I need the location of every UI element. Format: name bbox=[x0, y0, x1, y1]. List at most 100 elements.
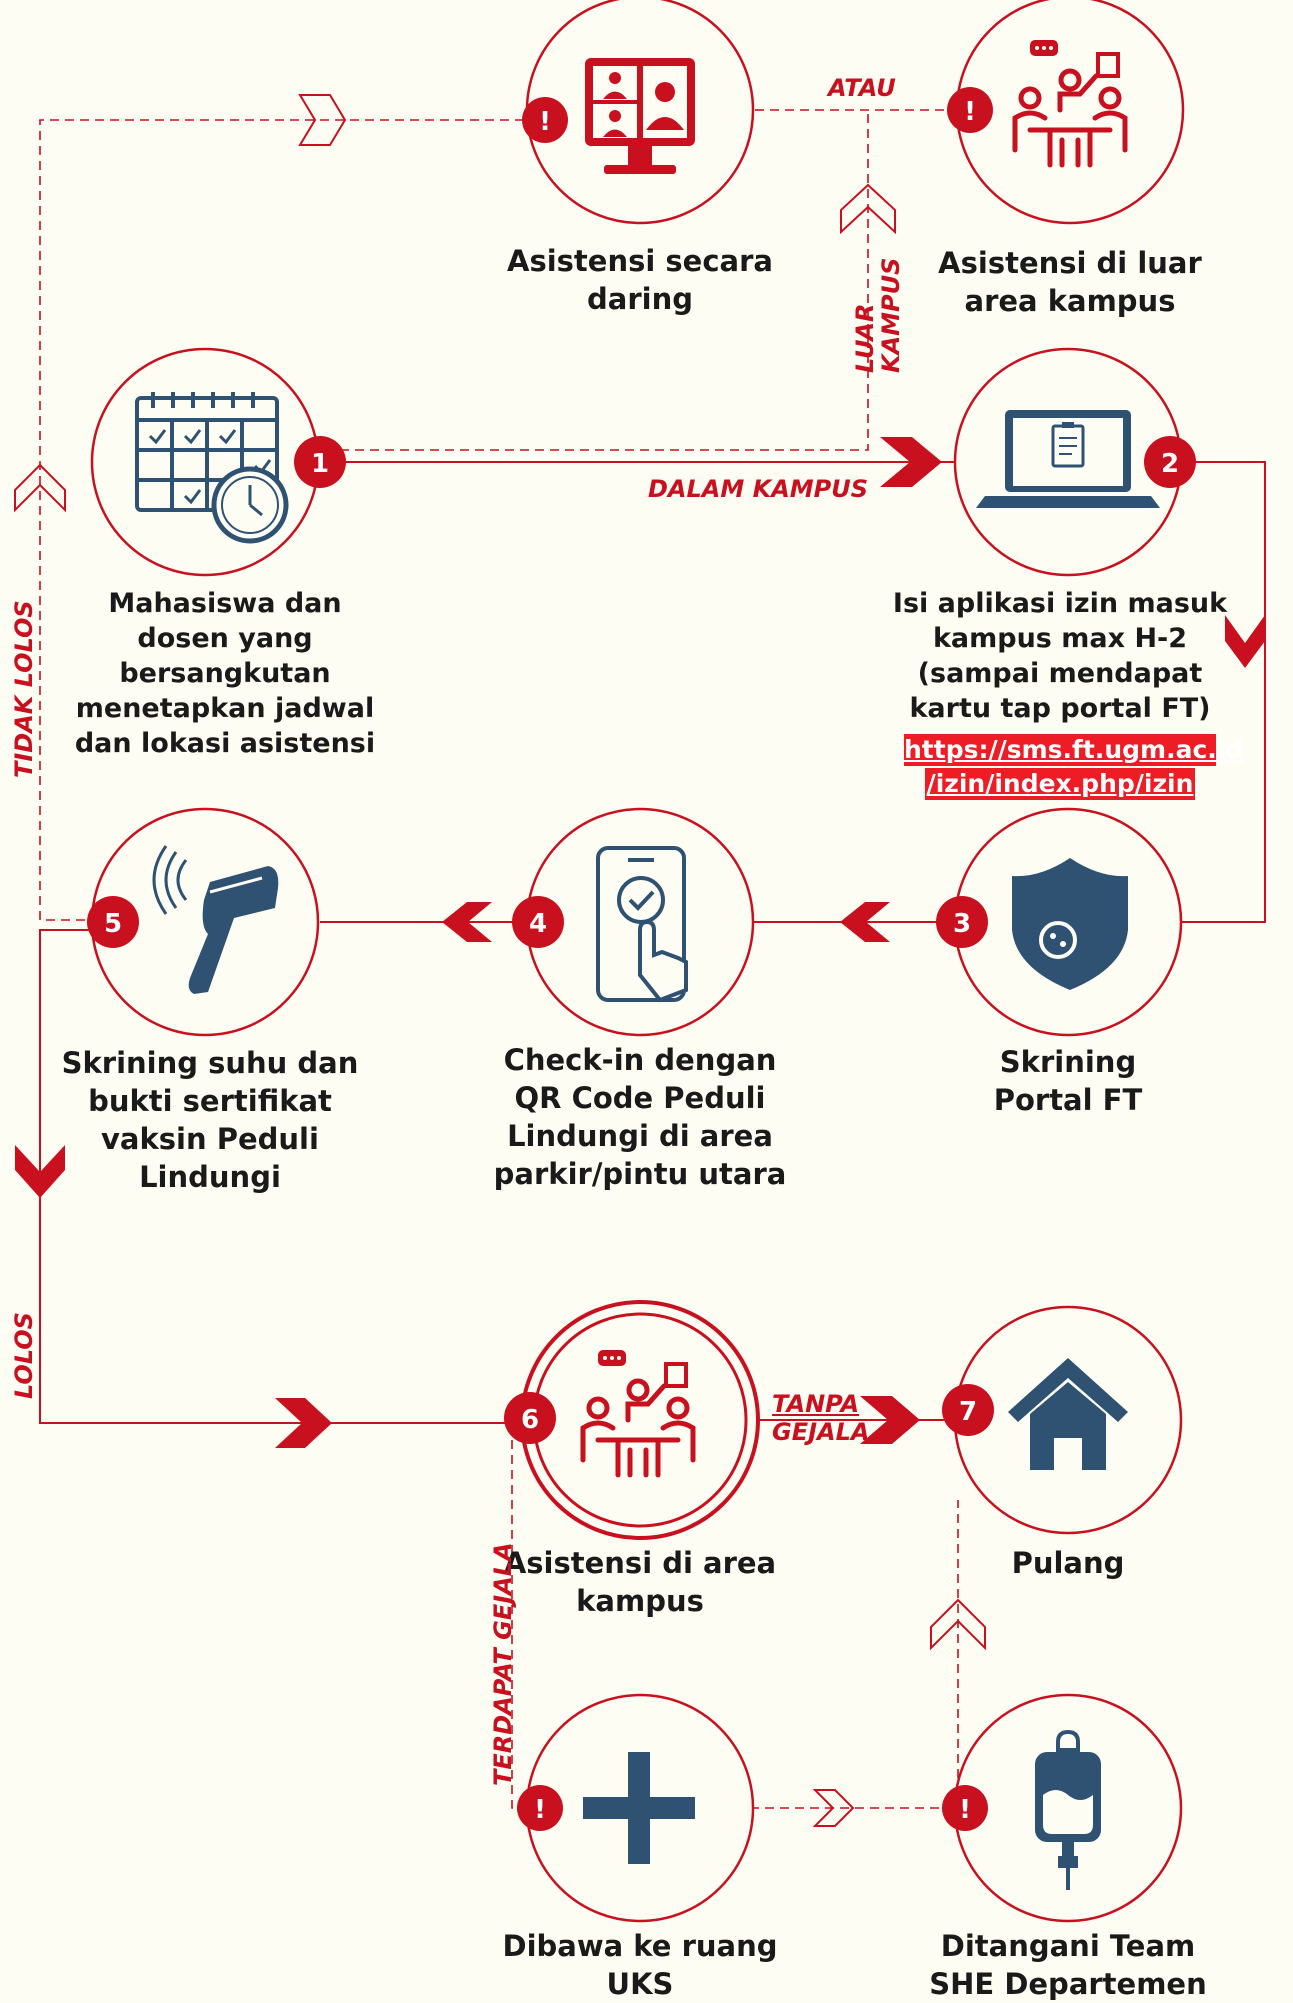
line-tidak-lolos bbox=[39, 119, 530, 921]
caption-7: Pulang bbox=[918, 1544, 1218, 1582]
caption-line: Skrining suhu dan bbox=[61, 1046, 359, 1080]
edge-label-lolos: LOLOS bbox=[10, 1312, 38, 1399]
chevron-right-dalam bbox=[880, 437, 942, 487]
chevron-down-right bbox=[1225, 615, 1265, 668]
badge-6 bbox=[504, 1392, 556, 1444]
calendar-clock-icon bbox=[135, 392, 289, 544]
badge-6-text: 6 bbox=[521, 1405, 539, 1435]
caption-line: parkir/pintu utara bbox=[493, 1157, 787, 1191]
chevron-down-left bbox=[15, 1145, 65, 1198]
chevron-right-lolos bbox=[275, 1398, 332, 1448]
laptop-form-icon bbox=[976, 410, 1160, 508]
caption-line: (sampai mendapat bbox=[917, 658, 1203, 689]
caption-line: UKS bbox=[606, 1967, 674, 2001]
caption-line: Check-in dengan bbox=[503, 1043, 777, 1077]
caption-line: Asistensi di area bbox=[503, 1546, 777, 1580]
plus-icon bbox=[583, 1752, 695, 1864]
outline-chevrons bbox=[14, 94, 986, 1827]
caption-line: bersangkutan bbox=[119, 658, 331, 689]
caption-line: Portal FT bbox=[993, 1083, 1143, 1117]
iv-bag-icon bbox=[1035, 1729, 1101, 1890]
badge-4 bbox=[512, 896, 564, 948]
chevron-right-tanpa bbox=[860, 1396, 920, 1444]
badge-2-text: 2 bbox=[1161, 449, 1179, 479]
caption-daring: Asistensi secara daring bbox=[460, 242, 820, 318]
caption-2: Isi aplikasi izin masuk kampus max H-2 (… bbox=[885, 586, 1235, 726]
badge-1 bbox=[294, 436, 346, 488]
caption-line: bukti sertifikat bbox=[88, 1084, 332, 1118]
solid-chevrons bbox=[15, 437, 1265, 1448]
caption-line: SHE Departemen bbox=[929, 1967, 1207, 2001]
caption-5: Skrining suhu dan bukti sertifikat vaksi… bbox=[40, 1044, 380, 1196]
caption-line: Asistensi di luar bbox=[938, 246, 1202, 280]
video-conference-icon bbox=[585, 58, 695, 174]
edge-label-terdapat-gejala: TERDAPAT GEJALA bbox=[489, 1542, 517, 1786]
caption-line: menetapkan jadwal bbox=[75, 693, 375, 724]
badge-daring bbox=[522, 97, 568, 143]
chevron-up-luar bbox=[840, 183, 896, 235]
caption-line: Isi aplikasi izin masuk bbox=[892, 588, 1228, 619]
badge-5 bbox=[87, 896, 139, 948]
chevron-left-3-4 bbox=[840, 902, 890, 942]
phone-check-icon bbox=[596, 846, 688, 1003]
badge-7 bbox=[942, 1384, 994, 1436]
badge-7-text: 7 bbox=[959, 1397, 977, 1427]
caption-luar: Asistensi di luar area kampus bbox=[890, 244, 1250, 320]
badge-1-text: 1 bbox=[311, 449, 329, 479]
caption-6: Asistensi di area kampus bbox=[460, 1544, 820, 1620]
badge-uks-text: ! bbox=[534, 1795, 546, 1825]
caption-line: dosen yang bbox=[137, 623, 313, 654]
caption-line: vaksin Peduli bbox=[101, 1122, 319, 1156]
izin-link-line[interactable]: https://sms.ft.ugm.ac.id bbox=[904, 734, 1244, 766]
badge-luar bbox=[947, 87, 993, 133]
edge-label-line: KAMPUS bbox=[877, 257, 905, 373]
caption-line: Dibawa ke ruang bbox=[502, 1929, 778, 1963]
node-6-circle bbox=[520, 1300, 760, 1540]
caption-line: Pulang bbox=[1011, 1546, 1125, 1580]
izin-link[interactable]: https://sms.ft.ugm.ac.id /izin/index.php… bbox=[890, 734, 1244, 802]
caption-line: area kampus bbox=[964, 284, 1176, 318]
chevron-left-4-5 bbox=[442, 902, 492, 942]
edge-label-line: LUAR bbox=[851, 303, 879, 373]
caption-uks: Dibawa ke ruang UKS bbox=[470, 1927, 810, 2003]
badge-4-text: 4 bbox=[529, 909, 547, 939]
caption-line: dan lokasi asistensi bbox=[74, 728, 376, 759]
edge-label-dalam-kampus: DALAM KAMPUS bbox=[648, 475, 869, 503]
badge-uks bbox=[517, 1785, 563, 1831]
edge-label-tanpa-gejala: TANPA GEJALA bbox=[772, 1390, 869, 1446]
badge-she bbox=[942, 1785, 988, 1831]
line-1-luar-kampus bbox=[340, 110, 869, 451]
chevron-right-uks bbox=[812, 1789, 855, 1827]
badge-5-text: 5 bbox=[104, 909, 122, 939]
caption-line: kampus max H-2 bbox=[932, 623, 1188, 654]
caption-line: Asistensi secara bbox=[507, 244, 773, 278]
edge-label-luar-kampus: LUAR KAMPUS bbox=[851, 253, 905, 373]
edge-label-atau: ATAU bbox=[828, 74, 896, 102]
caption-4: Check-in dengan QR Code Peduli Lindungi … bbox=[470, 1041, 810, 1193]
izin-link-line[interactable]: /izin/index.php/izin bbox=[925, 768, 1195, 800]
meeting-icon bbox=[1012, 40, 1128, 168]
caption-line: Skrining bbox=[999, 1045, 1137, 1079]
caption-line: kartu tap portal FT) bbox=[909, 693, 1211, 724]
caption-1: Mahasiswa dan dosen yang bersangkutan me… bbox=[60, 586, 390, 761]
badge-luar-text: ! bbox=[964, 97, 976, 127]
caption-line: Ditangani Team bbox=[940, 1929, 1196, 1963]
chevron-right-top bbox=[298, 94, 347, 146]
line-2-to-3 bbox=[1140, 461, 1266, 923]
caption-line: Lindungi bbox=[139, 1160, 281, 1194]
edge-label-line: TANPA bbox=[772, 1390, 860, 1418]
edge-label-line: GEJALA bbox=[772, 1418, 870, 1446]
edge-label-tidak-lolos: TIDAK LOLOS bbox=[10, 600, 38, 778]
caption-she: Ditangani Team SHE Departemen bbox=[898, 1927, 1238, 2003]
shield-virus-icon bbox=[1012, 858, 1128, 990]
home-icon bbox=[1008, 1358, 1128, 1470]
badge-daring-text: ! bbox=[539, 107, 551, 137]
caption-line: daring bbox=[587, 282, 693, 316]
caption-line: QR Code Peduli bbox=[514, 1081, 766, 1115]
meeting-icon bbox=[580, 1350, 696, 1478]
caption-line: Mahasiswa dan bbox=[108, 588, 342, 619]
chevron-up-she bbox=[930, 1598, 986, 1651]
caption-line: kampus bbox=[576, 1584, 704, 1618]
thermometer-gun-icon bbox=[152, 845, 279, 994]
